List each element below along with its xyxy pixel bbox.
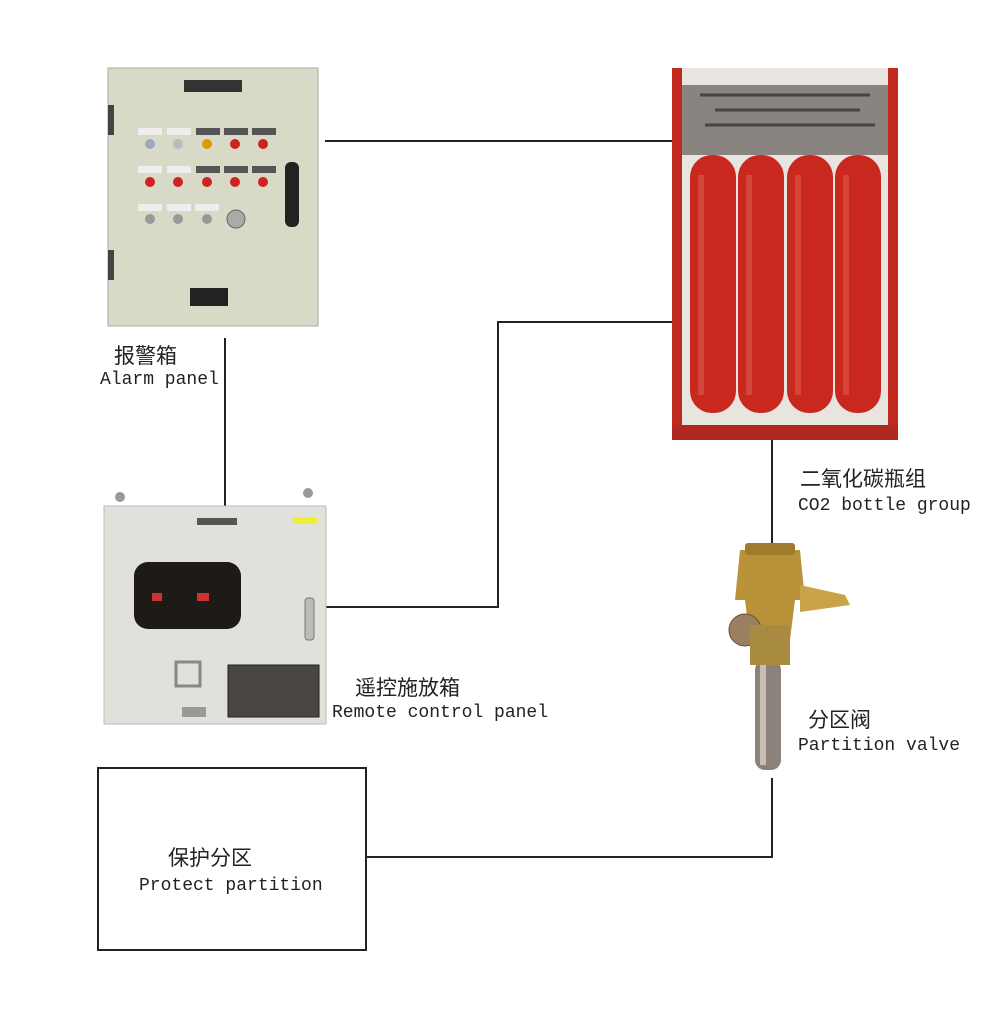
alarm-panel-label-en: Alarm panel <box>100 370 219 390</box>
remote-panel-label-en: Remote control panel <box>332 703 549 723</box>
remote-panel-label-cn: 遥控施放箱 <box>355 676 460 700</box>
line-valve-to-partition <box>367 778 773 858</box>
line-remote-to-bottles <box>325 321 700 608</box>
alarm-panel-label-cn: 报警箱 <box>114 344 177 368</box>
partition-valve-label-cn: 分区阀 <box>808 708 871 732</box>
partition-valve-label-en: Partition valve <box>798 736 961 756</box>
alarm-panel-image <box>107 67 319 327</box>
connection-lines <box>224 140 773 858</box>
protect-partition-label-en: Protect partition <box>139 876 323 896</box>
partition-valve-image <box>728 543 850 770</box>
protect-partition-label-cn: 保护分区 <box>168 846 252 870</box>
remote-control-panel-image <box>103 488 327 725</box>
protect-partition-box <box>97 767 367 951</box>
bottle-group-label-en: CO2 bottle group <box>798 496 971 516</box>
bottle-group-label-cn: 二氧化碳瓶组 <box>800 467 926 491</box>
co2-bottle-group-image <box>672 68 898 440</box>
